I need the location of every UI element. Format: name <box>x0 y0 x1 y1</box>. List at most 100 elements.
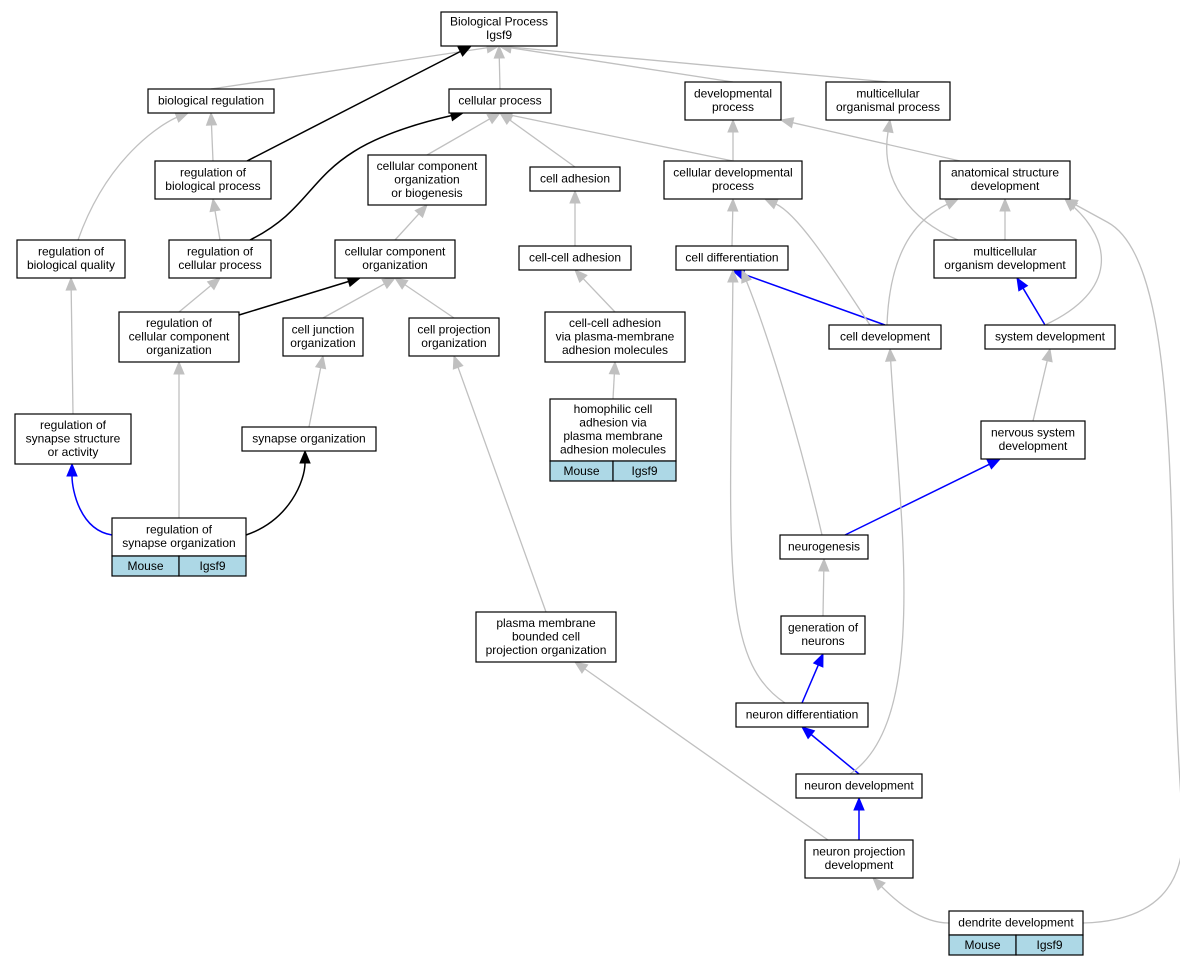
node-box <box>529 166 621 192</box>
edge-ccadh-to-cadh <box>569 189 581 246</box>
edge-mod-to-mcop-line <box>886 131 959 241</box>
edge-hca-to-ccapm-arrowhead <box>608 360 621 375</box>
edge-rcp-to-rbp-arrowhead <box>209 197 221 213</box>
node-box <box>334 239 456 279</box>
node-ndev[interactable]: neuron development <box>795 773 923 799</box>
edge-npd-to-pmbc <box>573 661 829 841</box>
node-ndiff[interactable]: neuron differentiation <box>735 702 869 728</box>
node-label-line: process <box>712 179 754 193</box>
node-label-line: cell junction <box>292 323 355 337</box>
node-label-line: homophilic cell <box>574 402 653 416</box>
node-box <box>735 702 869 728</box>
edge-rso-to-so-arrowhead <box>299 449 311 464</box>
node-label-line: projection organization <box>486 643 607 657</box>
edge-cdiff-to-cdp-line <box>731 210 734 247</box>
node-box <box>675 245 789 271</box>
edge-ddev-to-npd-line <box>881 886 950 924</box>
edge-cdev-to-cdp <box>763 198 871 326</box>
node-label-line: cellular process <box>178 258 261 272</box>
node-label-line: adhesion via <box>579 416 647 430</box>
edge-ndev-to-cdev <box>849 347 905 775</box>
node-label-line: neurons <box>801 634 844 648</box>
node-label-line: Biological Process <box>450 15 548 29</box>
node-label-line: regulation of <box>180 166 247 180</box>
edge-npd-to-pmbc-arrowhead <box>573 661 589 674</box>
edge-ndiff-to-gon-line <box>801 664 819 704</box>
node-so[interactable]: synapse organization <box>241 426 377 452</box>
edge-ndev-to-ndiff-line <box>810 734 860 775</box>
node-label-line: development <box>999 439 1068 453</box>
edge-cpo-to-cco-line <box>404 284 455 319</box>
node-cdiff[interactable]: cell differentiation <box>675 245 789 271</box>
node-label-line: organization <box>146 343 211 357</box>
node-cproc[interactable]: cellular process <box>448 88 552 114</box>
node-cadh[interactable]: cell adhesion <box>529 166 621 192</box>
edge-cpo-to-cco-arrowhead <box>393 277 409 290</box>
node-breg[interactable]: biological regulation <box>147 88 275 114</box>
node-label-line: cellular developmental <box>673 166 792 180</box>
node-box <box>448 88 552 114</box>
node-box <box>147 88 275 114</box>
edge-pmbc-to-cpo <box>452 354 547 613</box>
node-box <box>828 324 942 350</box>
edge-rcp-to-rbp <box>209 197 221 241</box>
node-ngen[interactable]: neurogenesis <box>779 534 869 560</box>
node-label-line: cellular component <box>345 245 446 259</box>
edge-cjo-to-cco-arrowhead <box>381 277 397 290</box>
node-label-line: synapse organization <box>122 536 235 550</box>
edge-mod-to-asd <box>999 197 1011 240</box>
edge-ndiff-to-cdiff-arrowhead <box>727 268 739 283</box>
edge-ccapm-to-ccadh <box>574 269 616 313</box>
node-cdev[interactable]: cell development <box>828 324 942 350</box>
node-box <box>16 239 126 279</box>
node-ccadh[interactable]: cell-cell adhesion <box>518 245 632 271</box>
node-box <box>980 420 1086 460</box>
node-sdev[interactable]: system development <box>984 324 1116 350</box>
node-label-line: regulation of <box>146 316 213 330</box>
node-box <box>939 160 1071 200</box>
node-label-line: neurogenesis <box>788 539 860 553</box>
node-box <box>408 317 500 357</box>
node-box <box>549 398 677 462</box>
node-box <box>984 324 1116 350</box>
node-label-line: biological quality <box>27 258 115 272</box>
edge-ngen-to-nsd-line <box>844 463 990 536</box>
edge-mod-to-asd-arrowhead <box>999 197 1011 212</box>
node-box <box>440 11 558 47</box>
edge-rsso-to-rbq-arrowhead <box>65 276 77 291</box>
node-label-line: adhesion molecules <box>560 443 666 457</box>
edge-ndiff-to-cdiff-line <box>729 281 786 704</box>
edge-cdp-to-devp-arrowhead <box>727 118 739 133</box>
node-box <box>948 910 1084 936</box>
node-label-line: neuron projection <box>813 845 906 859</box>
node-label-line: multicellular <box>973 245 1036 259</box>
edge-so-to-cjo-arrowhead <box>314 354 327 370</box>
edge-rcco-to-rcp-arrowhead <box>206 277 222 291</box>
node-box <box>684 81 782 121</box>
node-label-line: regulation of <box>38 245 105 259</box>
